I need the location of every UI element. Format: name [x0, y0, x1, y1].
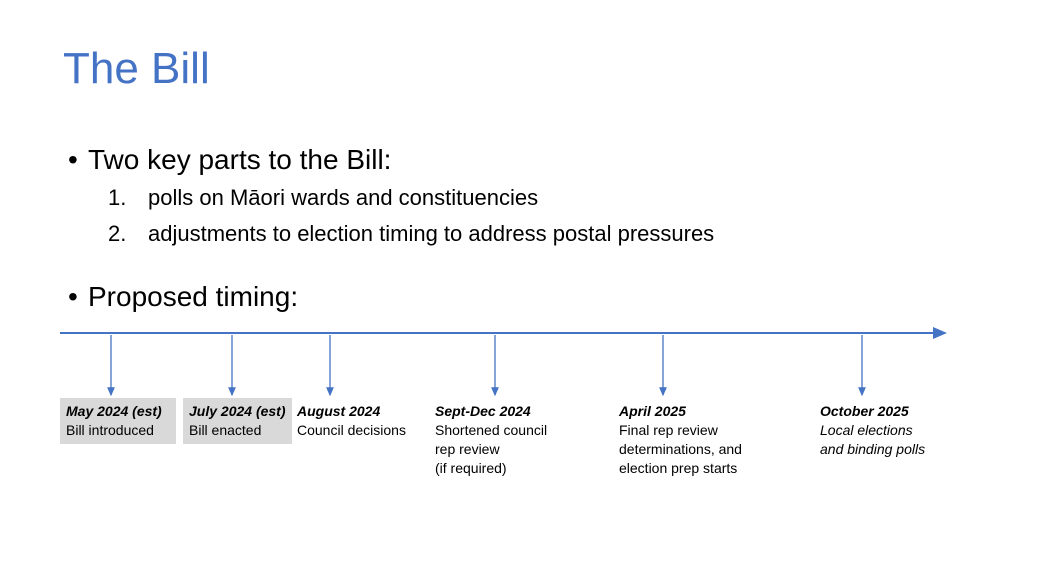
timeline-event-july-2024: July 2024 (est)Bill enacted: [183, 398, 292, 444]
bullet-two-key-parts: •Two key parts to the Bill:: [68, 144, 392, 175]
bullet-proposed-timing: •Proposed timing:: [68, 281, 299, 312]
slide-title: The Bill: [63, 44, 210, 93]
numbered-item-2: 2.adjustments to election timing to addr…: [108, 221, 715, 246]
timeline-event-may-2024: May 2024 (est)Bill introduced: [60, 398, 176, 444]
numbered-item-1: 1.polls on Māori wards and constituencie…: [108, 185, 539, 210]
